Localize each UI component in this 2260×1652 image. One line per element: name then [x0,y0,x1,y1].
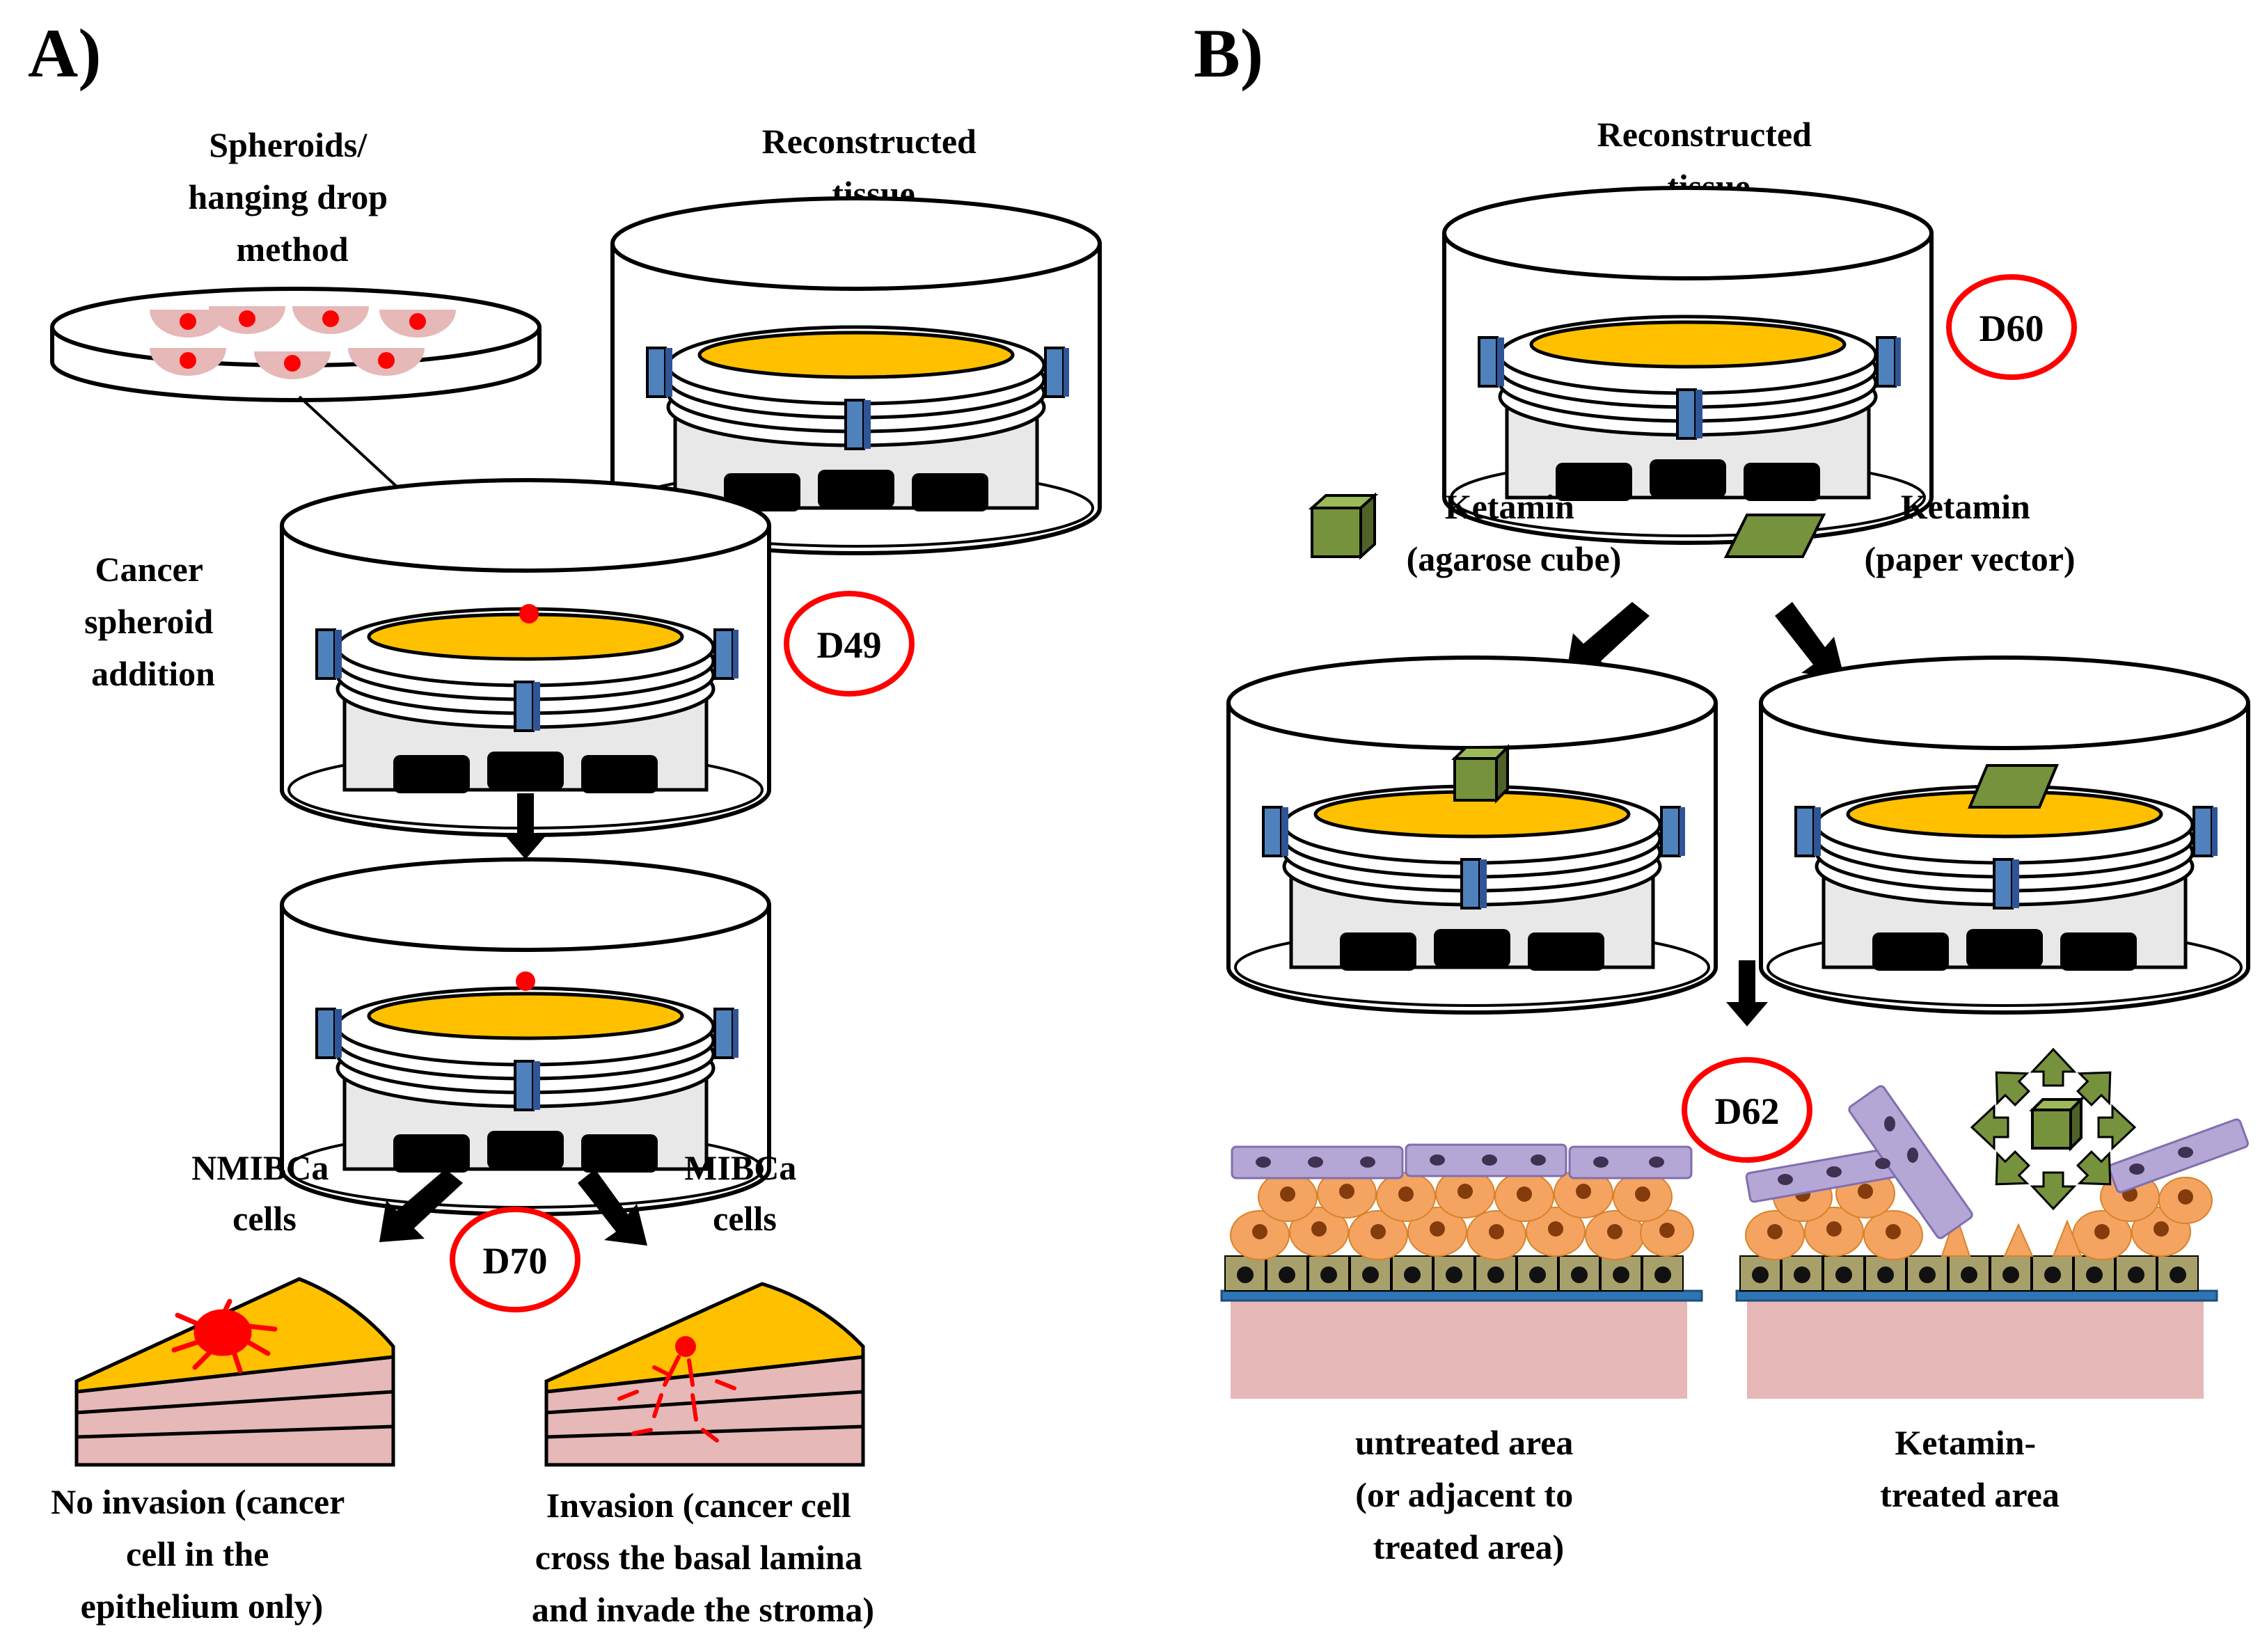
svg-text:D70: D70 [483,1240,548,1282]
no-invasion-caption: No invasion (cancer cell in the epitheli… [51,1482,353,1626]
paper-caption: Ketamin (paper vector) [1864,487,2075,578]
mibca-caption: MIBCa cells [684,1148,805,1238]
svg-text:D60: D60 [1980,308,2044,349]
untreated-tissue-section [1220,1143,1703,1399]
day-badge-d49: D49 [787,594,912,694]
arrow-to-mibca [578,1169,647,1246]
cube-treated-well [1228,658,1716,1012]
day-badge-d62: D62 [1684,1060,1810,1160]
nmibca-caption: NMIBCa cells [191,1148,338,1238]
treated-caption: Ketamin- treated area [1880,1423,2060,1514]
arrow-to-paper-well [1775,602,1844,678]
paper-treated-well [1761,658,2248,1012]
paper-vector-on-tissue [1968,764,2059,809]
arrow-to-cube-well [1566,602,1650,675]
spheroids-caption: Spheroids/ hanging drop method [188,125,396,269]
cancer-spheroid [519,604,539,624]
addition-caption: Cancer spheroid addition [84,550,222,693]
panel-b-label: B) [1194,15,1263,92]
svg-text:D49: D49 [817,624,882,666]
reconstructed-caption-a: Reconstructed tissue [762,122,986,213]
cube-caption: Ketamin (agarose cube) [1407,487,1622,578]
treated-tissue-section [1735,1048,2249,1399]
day-badge-d60: D60 [1949,277,2074,377]
hanging-drop-plate [50,287,542,402]
spheroid-addition-well [282,480,769,835]
panel-a-label: A) [28,15,102,92]
arrow-to-nmibca [379,1169,463,1242]
day-badge-d70: D70 [452,1209,578,1310]
tissue-wedge-no-invasion [74,1277,395,1467]
ketamin-cube-source [2029,1096,2085,1152]
invasion-caption: Invasion (cancer cell cross the basal la… [532,1486,874,1629]
paper-vector-icon [1723,514,1826,558]
tissue-wedge-invasion [544,1282,865,1467]
agarose-cube-icon [1308,492,1379,560]
agarose-cube-on-tissue [1451,744,1511,804]
cancer-spheroid-incubated [516,971,535,991]
svg-text:D62: D62 [1715,1090,1780,1132]
untreated-caption: untreated area (or adjacent to treated a… [1355,1423,1582,1566]
